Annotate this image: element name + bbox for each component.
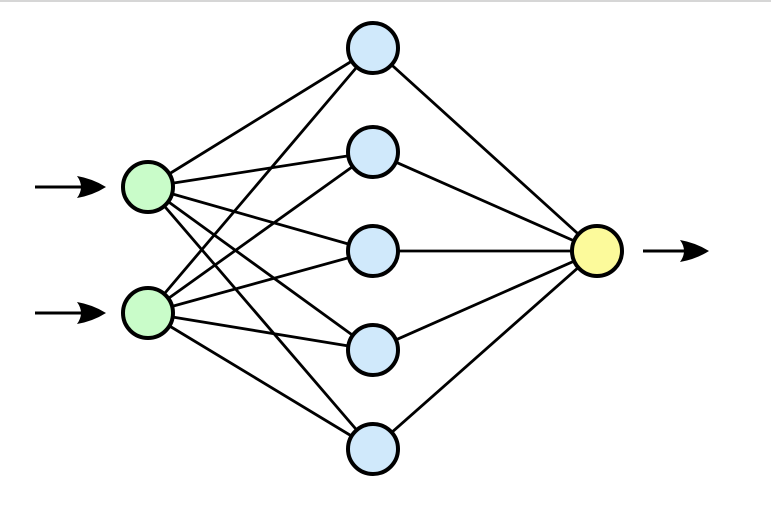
hidden-layer-node-h3 <box>346 224 400 278</box>
edge-h4-o1 <box>372 249 598 352</box>
input-layer-node-i1 <box>121 160 175 214</box>
top-border-line <box>0 0 771 2</box>
edge-i1-h5 <box>146 186 375 450</box>
input-arrow-1-head <box>77 176 106 198</box>
hidden-layer-node-h4 <box>346 323 400 377</box>
edge-i1-h4 <box>147 185 374 352</box>
edge-i2-h4 <box>147 311 374 352</box>
hidden-layer-node-h2 <box>346 125 400 179</box>
edge-i2-h5 <box>147 311 374 451</box>
hidden-layer-node-h5 <box>346 422 400 476</box>
hidden-layer-node-h1 <box>346 21 400 75</box>
input-layer-node-i2 <box>121 286 175 340</box>
edge-h2-o1 <box>372 150 598 253</box>
edge-i2-h3 <box>147 249 374 315</box>
input-arrow-2-head <box>77 302 106 324</box>
edge-i1-h1 <box>147 46 374 189</box>
edge-h5-o1 <box>372 249 598 451</box>
output-layer-node-o1 <box>570 224 624 278</box>
edge-h1-o1 <box>372 46 598 253</box>
output-arrow-head <box>680 240 709 262</box>
edge-i2-h1 <box>146 47 375 314</box>
edge-i1-h2 <box>147 150 374 189</box>
edge-i1-h3 <box>147 185 374 253</box>
edge-i2-h2 <box>147 150 374 315</box>
